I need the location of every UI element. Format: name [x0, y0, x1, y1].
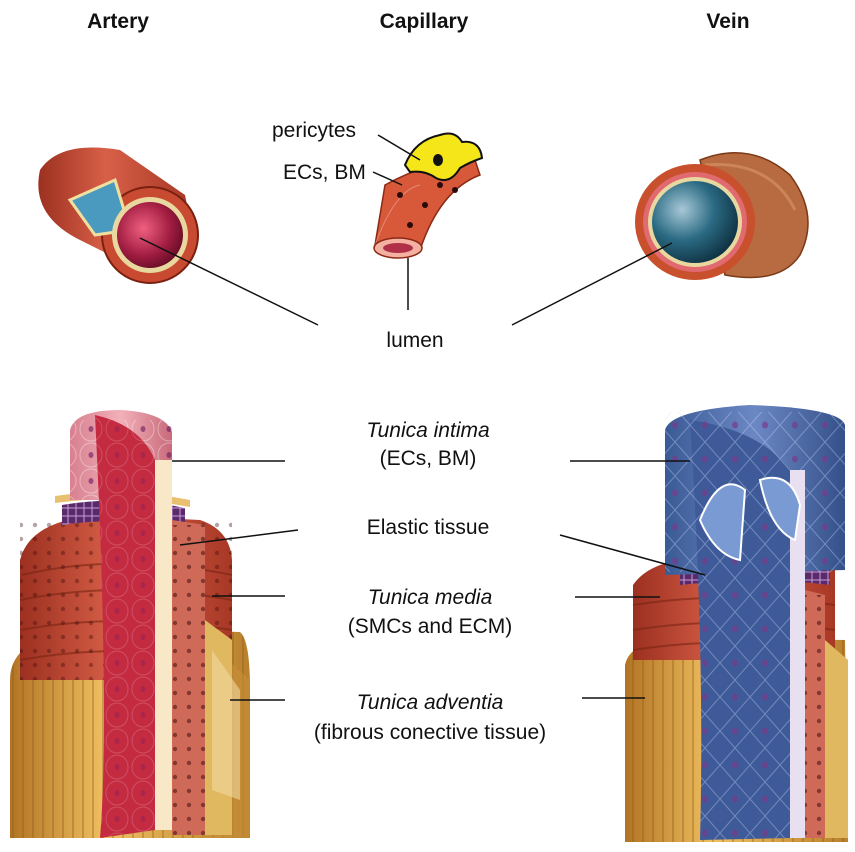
tunica-media-sublabel: (SMCs and ECM)	[348, 614, 513, 639]
artery-cross-section	[38, 148, 198, 284]
pericytes-label: pericytes	[272, 118, 356, 143]
vein-header: Vein	[706, 10, 749, 34]
artery-layered-diagram	[10, 410, 250, 838]
layer-leader-lines	[172, 461, 705, 700]
tunica-intima-label: Tunica intima	[366, 418, 489, 443]
tunica-adventia-sublabel: (fibrous conective tissue)	[314, 720, 546, 745]
lumen-label: lumen	[386, 328, 443, 353]
capillary-cross-section	[374, 134, 482, 258]
elastic-tissue-label: Elastic tissue	[367, 515, 490, 540]
tunica-media-label: Tunica media	[368, 585, 493, 610]
vein-layered-diagram	[625, 405, 848, 842]
artery-header: Artery	[87, 10, 149, 34]
tunica-intima-sublabel: (ECs, BM)	[380, 446, 477, 471]
tunica-adventia-label: Tunica adventia	[357, 690, 504, 715]
vein-cross-section	[635, 153, 808, 280]
ecs-bm-label: ECs, BM	[283, 160, 366, 185]
capillary-header: Capillary	[380, 10, 469, 34]
